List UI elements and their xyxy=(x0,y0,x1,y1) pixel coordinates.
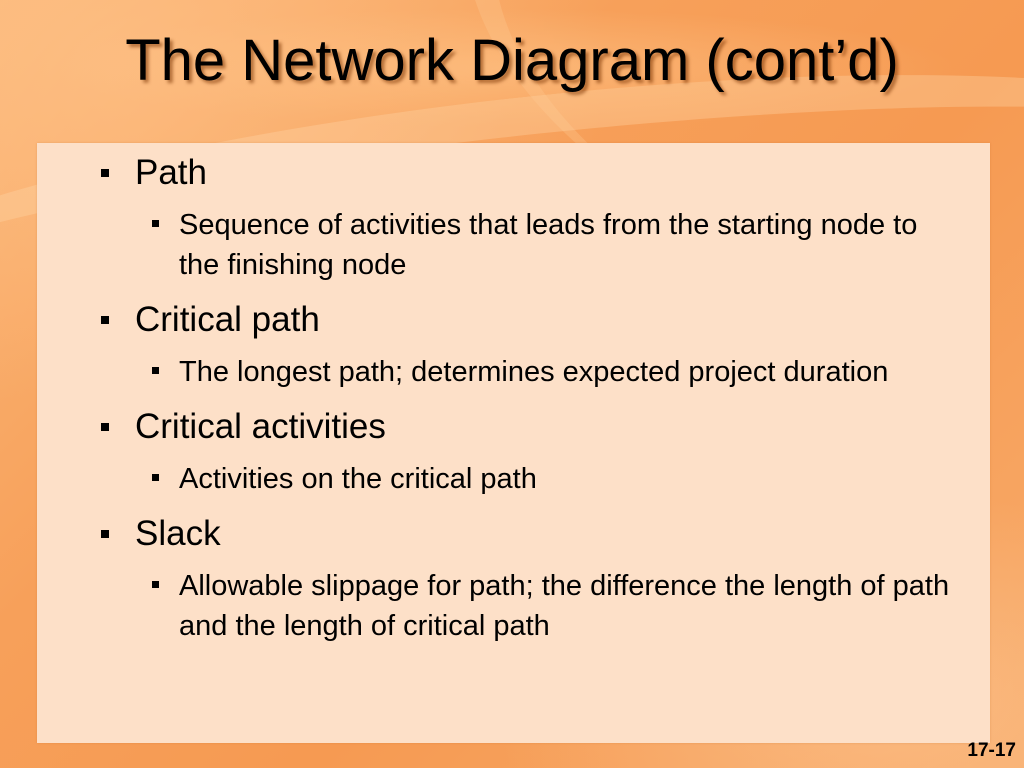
slide-number: 17-17 xyxy=(967,740,1016,761)
sub-bullet-text: Activities on the critical path xyxy=(179,463,537,495)
sub-bullet-list: Sequence of activities that leads from t… xyxy=(135,205,956,285)
sub-bullet-list: Activities on the critical path xyxy=(135,459,956,499)
square-bullet-icon xyxy=(152,367,159,374)
sub-bullet-text: Allowable slippage for path; the differe… xyxy=(179,570,950,642)
bullet-item: Path Sequence of activities that leads f… xyxy=(96,152,956,285)
bullet-item: Critical activities Activities on the cr… xyxy=(96,406,956,499)
sub-bullet-list: Allowable slippage for path; the differe… xyxy=(135,566,956,646)
sub-bullet-text: The longest path; determines expected pr… xyxy=(179,356,889,388)
bullet-text: Critical activities xyxy=(135,407,386,446)
title-glow xyxy=(50,8,960,128)
bullet-text: Path xyxy=(135,153,207,192)
square-bullet-icon xyxy=(101,169,109,177)
square-bullet-icon xyxy=(152,220,159,227)
bullet-text: Slack xyxy=(135,514,221,553)
slide-title: The Network Diagram (cont’d) xyxy=(125,28,899,93)
bullet-list: Path Sequence of activities that leads f… xyxy=(96,152,956,646)
sub-bullet-item: Allowable slippage for path; the differe… xyxy=(135,566,956,646)
sub-bullet-list: The longest path; determines expected pr… xyxy=(135,352,956,392)
square-bullet-icon xyxy=(101,423,109,431)
bullet-text: Critical path xyxy=(135,300,320,339)
sub-bullet-item: The longest path; determines expected pr… xyxy=(135,352,956,392)
square-bullet-icon xyxy=(152,581,159,588)
square-bullet-icon xyxy=(101,316,109,324)
square-bullet-icon xyxy=(152,474,159,481)
sub-bullet-item: Sequence of activities that leads from t… xyxy=(135,205,956,285)
sub-bullet-text: Sequence of activities that leads from t… xyxy=(179,209,918,281)
sub-bullet-item: Activities on the critical path xyxy=(135,459,956,499)
content-box xyxy=(37,143,990,743)
bullet-item: Critical path The longest path; determin… xyxy=(96,299,956,392)
bullet-item: Slack Allowable slippage for path; the d… xyxy=(96,513,956,646)
square-bullet-icon xyxy=(101,530,109,538)
